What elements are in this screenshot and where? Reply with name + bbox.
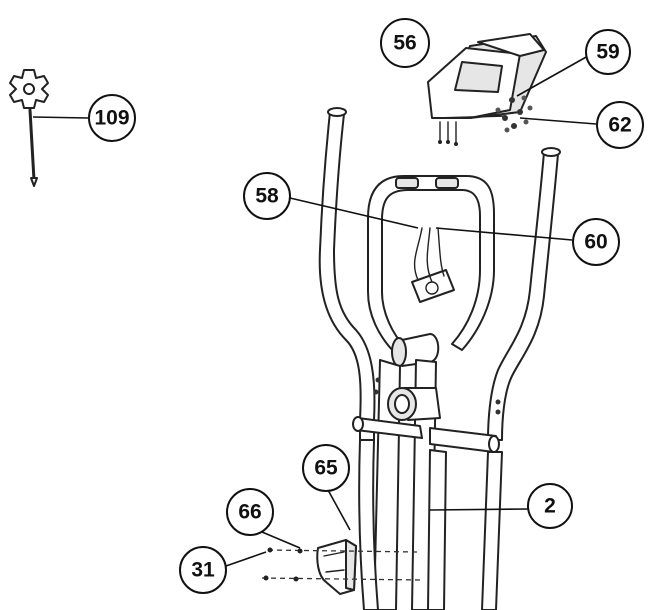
svg-text:109: 109: [94, 107, 129, 130]
callout-31: 31: [179, 546, 227, 594]
part-109-wrench: [9, 69, 49, 187]
callout-58: 58: [243, 172, 291, 220]
callout-109: 109: [88, 94, 136, 142]
svg-text:62: 62: [608, 114, 631, 137]
svg-text:66: 66: [238, 501, 261, 524]
part-65-bracket: [316, 539, 357, 595]
callout-2: 2: [527, 483, 573, 529]
callout-60: 60: [572, 218, 620, 266]
svg-text:65: 65: [314, 457, 338, 480]
console-screws: [495, 95, 533, 133]
callout-66: 66: [226, 488, 274, 536]
svg-text:60: 60: [584, 231, 607, 254]
svg-text:58: 58: [255, 185, 279, 208]
callout-65: 65: [302, 444, 350, 492]
svg-text:56: 56: [393, 32, 416, 55]
assembly-lines: [261, 547, 421, 582]
callout-59: 59: [585, 29, 631, 75]
callout-62: 62: [596, 101, 644, 149]
part-56-console: [427, 33, 547, 146]
leader-lines: [32, 55, 597, 567]
svg-text:31: 31: [191, 559, 215, 582]
callout-56: 56: [380, 18, 430, 68]
part-2-main-frame: [318, 107, 561, 610]
svg-text:2: 2: [544, 495, 556, 518]
svg-text:59: 59: [596, 41, 619, 64]
